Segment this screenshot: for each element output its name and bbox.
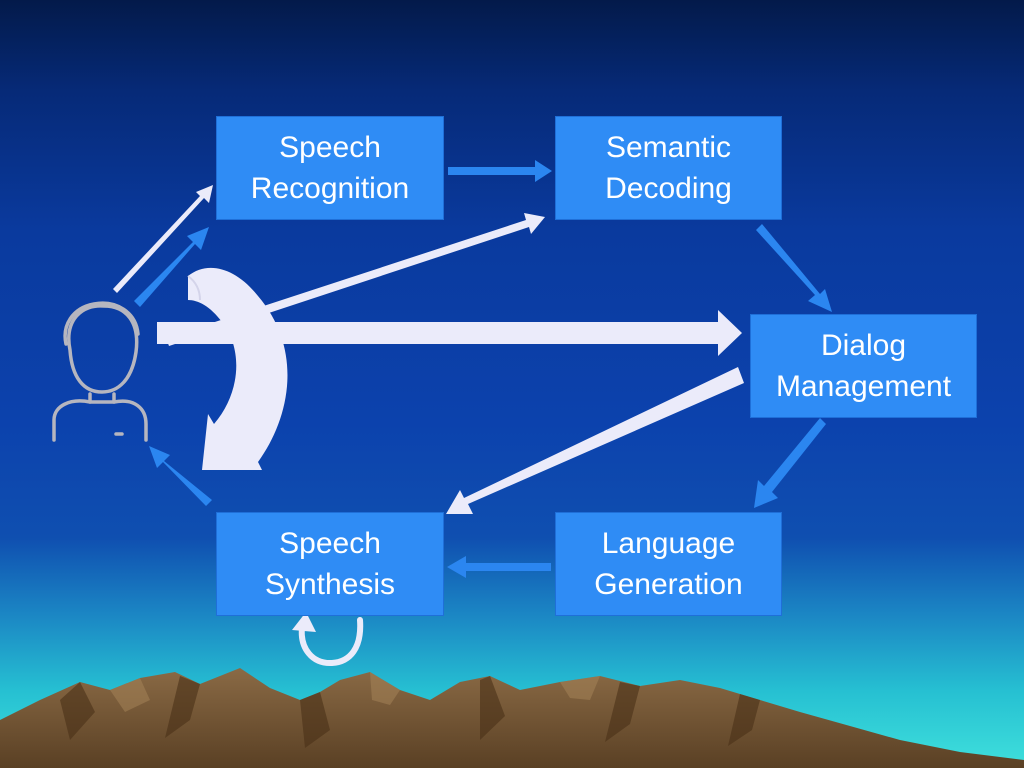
node-label-line1: Semantic <box>605 131 732 164</box>
white-shortcut-arrows <box>113 185 744 666</box>
arrow-generation-to-synthesis <box>447 556 551 578</box>
arrow-person-to-dialog <box>157 310 742 356</box>
speech-recognition-node: Speech Recognition <box>216 116 444 220</box>
mountain-range-decoration <box>0 668 1024 768</box>
u-turn-arrow <box>298 617 364 666</box>
node-label-line2: Decoding <box>605 172 732 205</box>
node-label-line1: Speech <box>279 527 381 560</box>
speech-synthesis-node: Speech Synthesis <box>216 512 444 616</box>
node-label-line2: Synthesis <box>264 568 396 601</box>
node-label-line1: Dialog <box>820 329 907 362</box>
node-label-line1: Speech <box>279 131 381 164</box>
arrow-person-to-recognition-thin <box>113 185 213 293</box>
arrow-dialog-to-synthesis <box>446 367 744 514</box>
language-generation-node: Language Generation <box>555 512 782 616</box>
arrow-synthesis-to-person <box>149 446 212 506</box>
node-label-line2: Generation <box>594 568 743 601</box>
node-label-line2: Recognition <box>250 172 410 205</box>
node-label-line1: Language <box>601 527 736 560</box>
curved-arrow-large <box>188 267 288 470</box>
arrow-person-to-recognition <box>134 227 209 307</box>
arrow-dialog-to-generation <box>754 418 826 508</box>
blue-flow-arrows <box>134 160 832 578</box>
semantic-decoding-node: Semantic Decoding <box>555 116 782 220</box>
arrow-decoding-to-dialog <box>756 224 832 312</box>
dialog-management-node: Dialog Management <box>750 314 977 418</box>
node-label-line2: Management <box>775 370 952 403</box>
person-outline-icon <box>52 301 148 442</box>
arrow-recognition-to-decoding <box>448 160 552 182</box>
